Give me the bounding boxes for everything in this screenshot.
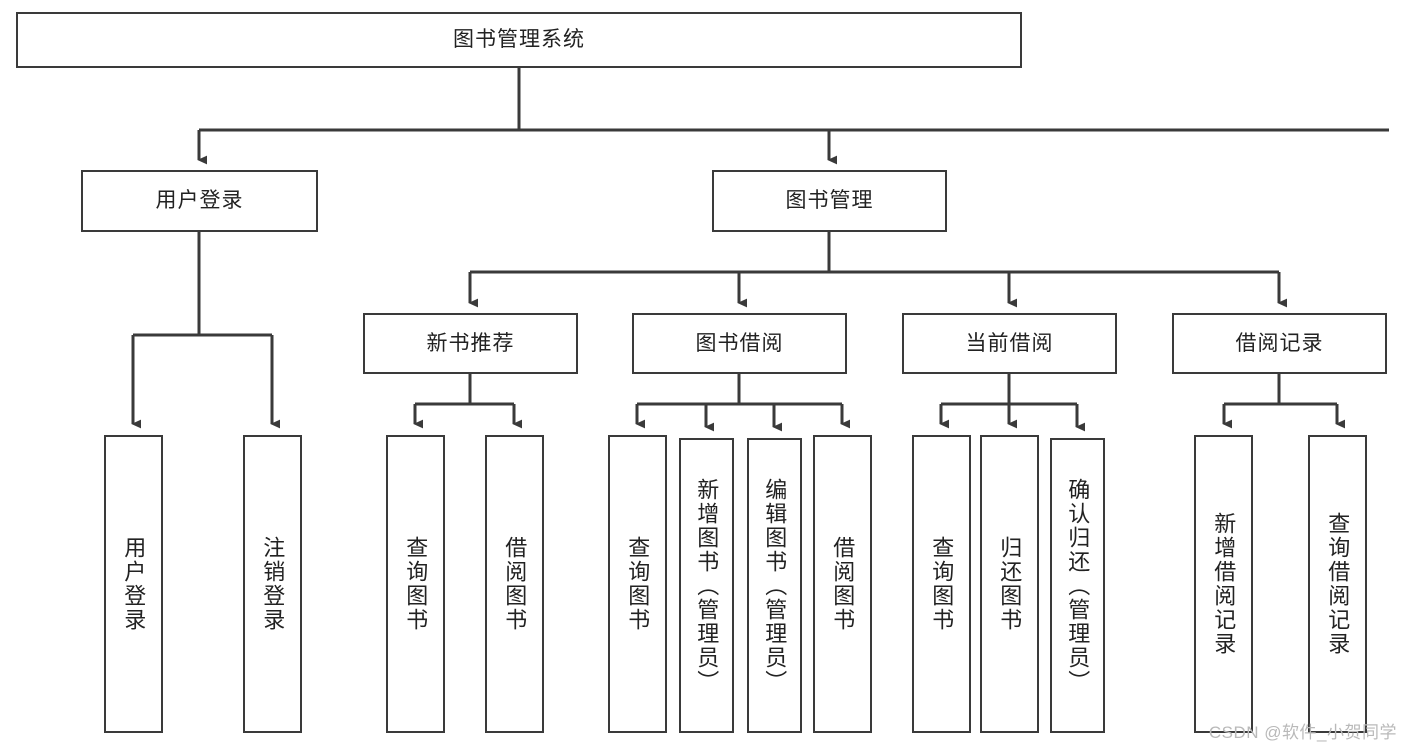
node-leaf-borrow-book-2[interactable]: 借阅图书 [813,435,872,733]
node-label: 借阅图书 [830,536,856,632]
node-label: 当前借阅 [965,331,1054,355]
node-book-management-system[interactable]: 图书管理系统 [16,12,1022,68]
node-label: 编辑图书（管理员） [762,477,788,694]
node-leaf-borrow-book-1[interactable]: 借阅图书 [485,435,544,733]
node-label: 借阅记录 [1235,331,1324,355]
node-label: 借阅图书 [502,536,528,632]
node-label: 图书管理系统 [453,28,585,52]
node-label: 查询图书 [929,536,955,632]
node-leaf-query-book-3[interactable]: 查询图书 [912,435,971,733]
node-leaf-add-book-admin[interactable]: 新增图书（管理员） [679,438,734,733]
node-label: 图书借阅 [695,331,784,355]
node-leaf-query-book-1[interactable]: 查询图书 [386,435,445,733]
node-borrow-record[interactable]: 借阅记录 [1172,313,1387,374]
node-book-management[interactable]: 图书管理 [712,170,947,232]
node-new-book-recommend[interactable]: 新书推荐 [363,313,578,374]
node-label: 新书推荐 [426,331,515,355]
node-book-borrow[interactable]: 图书借阅 [632,313,847,374]
node-leaf-query-book-2[interactable]: 查询图书 [608,435,667,733]
node-label: 注销登录 [260,536,286,632]
node-label: 归还图书 [997,536,1023,632]
node-leaf-logout-login[interactable]: 注销登录 [243,435,302,733]
node-leaf-confirm-return-admin[interactable]: 确认归还（管理员） [1050,438,1105,733]
node-current-borrow[interactable]: 当前借阅 [902,313,1117,374]
node-leaf-edit-book-admin[interactable]: 编辑图书（管理员） [747,438,802,733]
node-leaf-user-login[interactable]: 用户登录 [104,435,163,733]
node-label: 用户登录 [155,189,244,213]
node-leaf-return-book[interactable]: 归还图书 [980,435,1039,733]
node-label: 用户登录 [121,536,147,632]
node-label: 新增借阅记录 [1211,512,1237,656]
node-leaf-query-borrow-record[interactable]: 查询借阅记录 [1308,435,1367,733]
node-label: 新增图书（管理员） [694,477,720,694]
node-label: 查询图书 [625,536,651,632]
node-label: 确认归还（管理员） [1065,477,1091,694]
node-user-login[interactable]: 用户登录 [81,170,318,232]
node-leaf-add-borrow-record[interactable]: 新增借阅记录 [1194,435,1253,733]
node-label: 查询图书 [403,536,429,632]
node-label: 查询借阅记录 [1325,512,1351,656]
watermark: CSDN @软件_小贺同学 [1208,723,1397,742]
node-label: 图书管理 [785,189,874,213]
